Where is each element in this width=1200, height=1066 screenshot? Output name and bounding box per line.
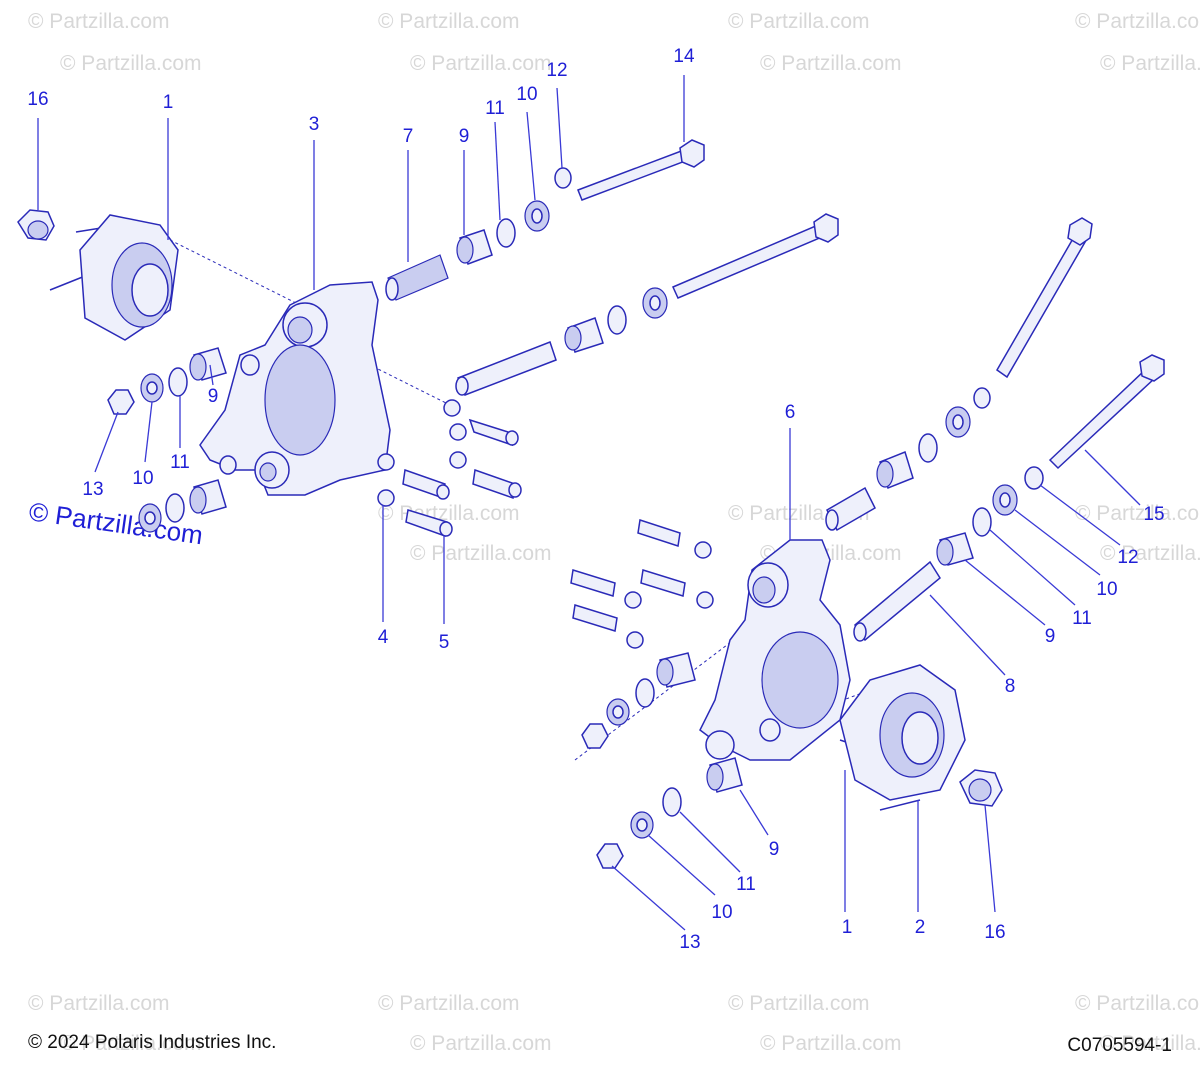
watermark: © Partzilla.com [60, 1032, 202, 1055]
callout-9: 9 [769, 839, 780, 860]
callout-10: 10 [711, 902, 732, 923]
callout-13: 13 [82, 479, 103, 500]
wheel-hub-right [839, 664, 966, 811]
wheel-hub-left [49, 214, 179, 341]
callout-12: 12 [1117, 547, 1138, 568]
callout-16: 16 [27, 89, 48, 110]
upper-pivot-hardware-left [385, 139, 705, 301]
callout-10: 10 [516, 84, 537, 105]
watermark: © Partzilla.com [378, 10, 520, 33]
callout-11: 11 [485, 98, 505, 119]
callout-3: 3 [309, 114, 320, 135]
callout-4: 4 [378, 627, 389, 648]
callout-5: 5 [439, 632, 450, 653]
lower-hardware-left [107, 347, 227, 533]
watermark: © Partzilla.com [410, 1032, 552, 1055]
small-fasteners-left [377, 399, 522, 538]
watermark: © Partzilla.com [728, 10, 870, 33]
hub-nut-left [17, 209, 55, 241]
callout-7: 7 [403, 126, 414, 147]
right-assembly [570, 217, 1165, 869]
watermark: © Partzilla.com [1100, 542, 1200, 565]
copyright-text: © 2024 Polaris Industries Inc. [28, 1032, 277, 1053]
watermark: © Partzilla.com [378, 502, 520, 525]
watermark: © Partzilla.com [378, 992, 520, 1015]
callout-8: 8 [1005, 676, 1016, 697]
callout-11: 11 [170, 452, 190, 473]
callout-10: 10 [1096, 579, 1117, 600]
watermark-layer: © Partzilla.com © Partzilla.com © Partzi… [28, 10, 1200, 1055]
knuckle-right [699, 539, 851, 761]
callout-1: 1 [163, 92, 174, 113]
watermark: © Partzilla.com [760, 1032, 902, 1055]
left-assembly [17, 139, 839, 538]
callout-16: 16 [984, 922, 1005, 943]
knuckle-left [199, 281, 391, 496]
watermark: © Partzilla.com [1075, 10, 1200, 33]
watermark: © Partzilla.com [410, 542, 552, 565]
watermark: © Partzilla.com [1100, 52, 1200, 75]
callout-2: 2 [915, 917, 926, 938]
watermark: © Partzilla.com [1075, 502, 1200, 525]
knuckle-side-hardware-right [581, 652, 696, 749]
callout-11: 11 [1072, 608, 1092, 629]
callout-6: 6 [785, 402, 796, 423]
small-fasteners-right [570, 519, 714, 649]
watermark: © Partzilla.com [760, 52, 902, 75]
diagram-code: C0705594-1 [1067, 1035, 1172, 1056]
lower-pivot-hardware-right [853, 354, 1165, 642]
callout-9: 9 [208, 386, 219, 407]
callout-13: 13 [679, 932, 700, 953]
watermark: © Partzilla.com [728, 992, 870, 1015]
callout-9: 9 [1045, 626, 1056, 647]
hub-nut-right [959, 769, 1003, 807]
watermark: © Partzilla.com [410, 52, 552, 75]
watermark: © Partzilla.com [28, 992, 170, 1015]
lower-pivot-hardware-left [455, 213, 839, 396]
callout-leaders [37, 75, 1141, 931]
callout-12: 12 [546, 60, 567, 81]
watermark: © Partzilla.com [1100, 1032, 1200, 1055]
callout-9: 9 [459, 126, 470, 147]
callout-11: 11 [736, 874, 756, 895]
callout-14: 14 [673, 46, 695, 67]
watermark: © Partzilla.com [1075, 992, 1200, 1015]
upper-pivot-hardware-right [825, 217, 1093, 532]
callout-10: 10 [132, 468, 153, 489]
watermark: © Partzilla.com [60, 52, 202, 75]
callout-15: 15 [1143, 504, 1164, 525]
callout-labels: 16 1 3 7 9 11 10 12 14 9 13 10 11 4 5 6 … [27, 46, 1164, 953]
callout-1: 1 [842, 917, 853, 938]
watermark: © Partzilla.com [28, 10, 170, 33]
lower-hardware-right [596, 757, 743, 869]
